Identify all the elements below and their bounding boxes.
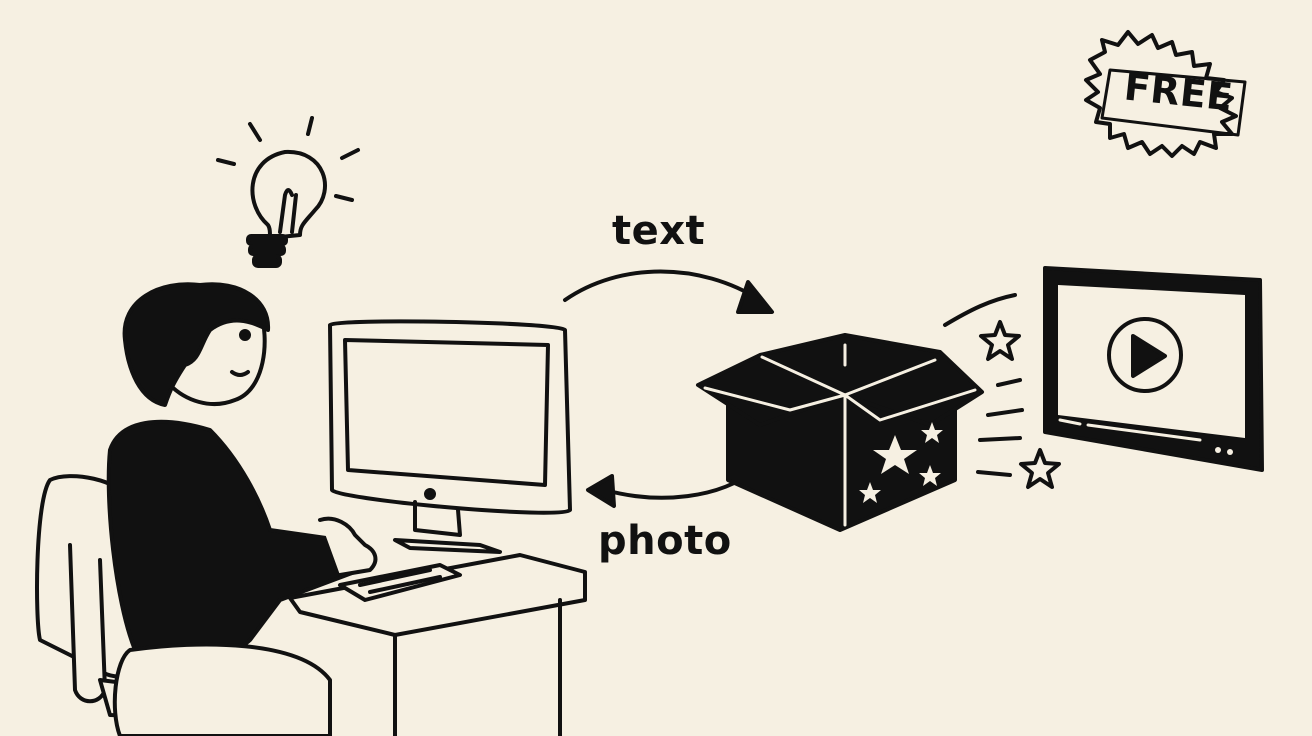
desk <box>288 553 587 736</box>
text-arrow <box>563 269 774 314</box>
star-icon <box>979 320 1021 361</box>
photo-label: photo <box>598 518 732 564</box>
person <box>106 282 378 736</box>
play-icon <box>1131 334 1167 378</box>
sparkle-lines <box>943 293 1061 489</box>
computer-monitor <box>328 319 572 554</box>
text-label: text <box>612 208 706 254</box>
lightbulb-icon <box>216 116 360 268</box>
free-badge-icon <box>1084 30 1247 158</box>
video-screen-icon <box>1043 266 1264 472</box>
star-icon <box>1019 448 1061 489</box>
gift-box-icon <box>696 333 984 532</box>
